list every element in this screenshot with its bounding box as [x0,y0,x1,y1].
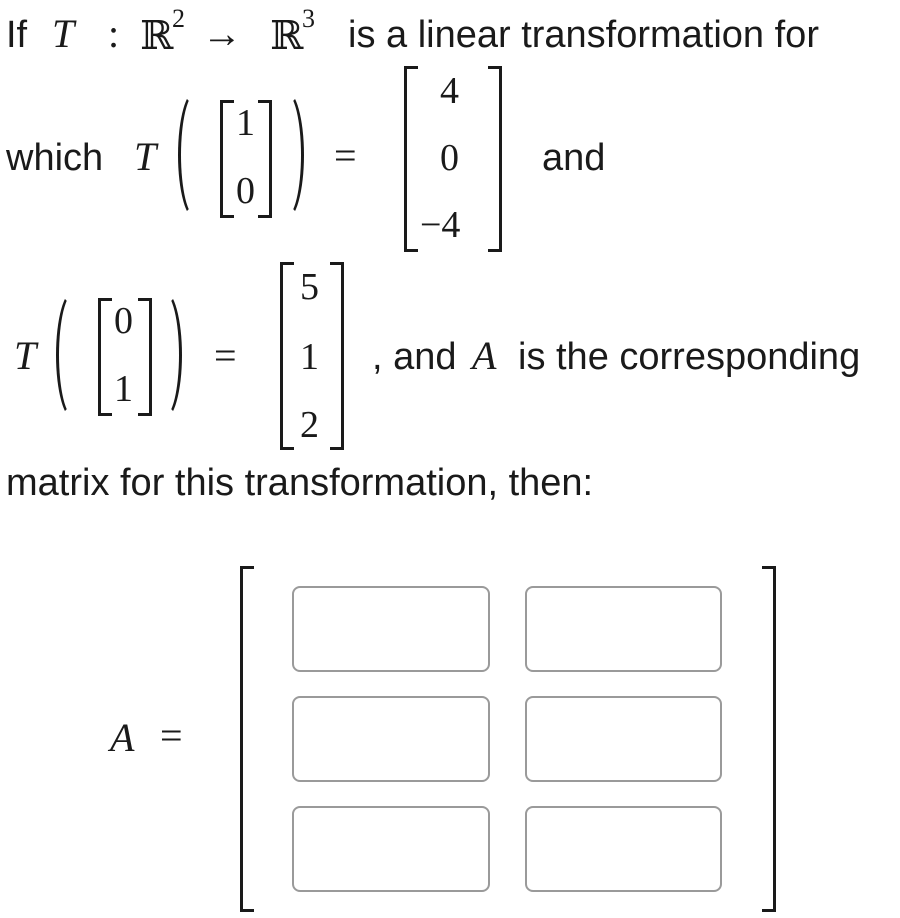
math-A: A [110,715,135,760]
output-vector-entry-1: 4 [440,70,459,112]
output-vector-entry-3: 2 [300,404,319,446]
text-which: which [6,137,104,179]
right-bracket [488,66,502,252]
matrix-cell-r3-c1[interactable] [292,806,490,892]
left-paren [56,290,92,420]
text-if: If [6,14,28,56]
matrix-cell-r3-c2[interactable] [525,806,722,892]
input-vector-entry-1: 0 [114,300,133,342]
output-vector-entry-3: −4 [420,204,461,246]
right-paren [146,290,182,420]
left-paren [178,90,214,220]
right-paren [268,90,304,220]
matrix-cell-r1-c2[interactable] [525,586,722,672]
text-and: , and [372,336,457,378]
matrix-cell-r1-c1[interactable] [292,586,490,672]
left-bracket [280,262,294,450]
output-vector-entry-1: 5 [300,266,319,308]
math-equals: = [334,133,357,178]
math-A: A [472,333,497,378]
input-vector-entry-2: 1 [114,368,133,410]
text-matrix-for-this-transformation: matrix for this transformation, then: [6,462,594,504]
left-bracket [220,100,234,218]
math-equals: = [214,333,237,378]
math-codomain-exponent: 3 [302,4,315,33]
matrix-cell-r2-c1[interactable] [292,696,490,782]
text-linear-transformation: is a linear transformation for [348,14,819,56]
left-bracket [98,298,112,416]
math-T: T [14,333,37,378]
text-corresponding: is the corresponding [518,336,861,378]
input-vector-entry-1: 1 [236,102,255,144]
math-equals: = [160,713,183,758]
text-and: and [542,137,606,179]
right-bracket [330,262,344,450]
answer-left-bracket [240,566,254,912]
input-vector-entry-2: 0 [236,170,255,212]
math-codomain-R: ℝ [270,13,304,59]
matrix-cell-r2-c2[interactable] [525,696,722,782]
output-vector-entry-2: 0 [440,137,459,179]
math-domain-exponent: 2 [172,4,185,33]
output-vector-entry-2: 1 [300,336,319,378]
math-domain-R: ℝ [140,13,174,59]
math-colon: : [108,11,120,56]
math-T: T [134,134,157,179]
math-T: T [52,11,75,56]
answer-right-bracket [762,566,776,912]
left-bracket [404,66,418,252]
math-arrow: → [202,11,242,56]
